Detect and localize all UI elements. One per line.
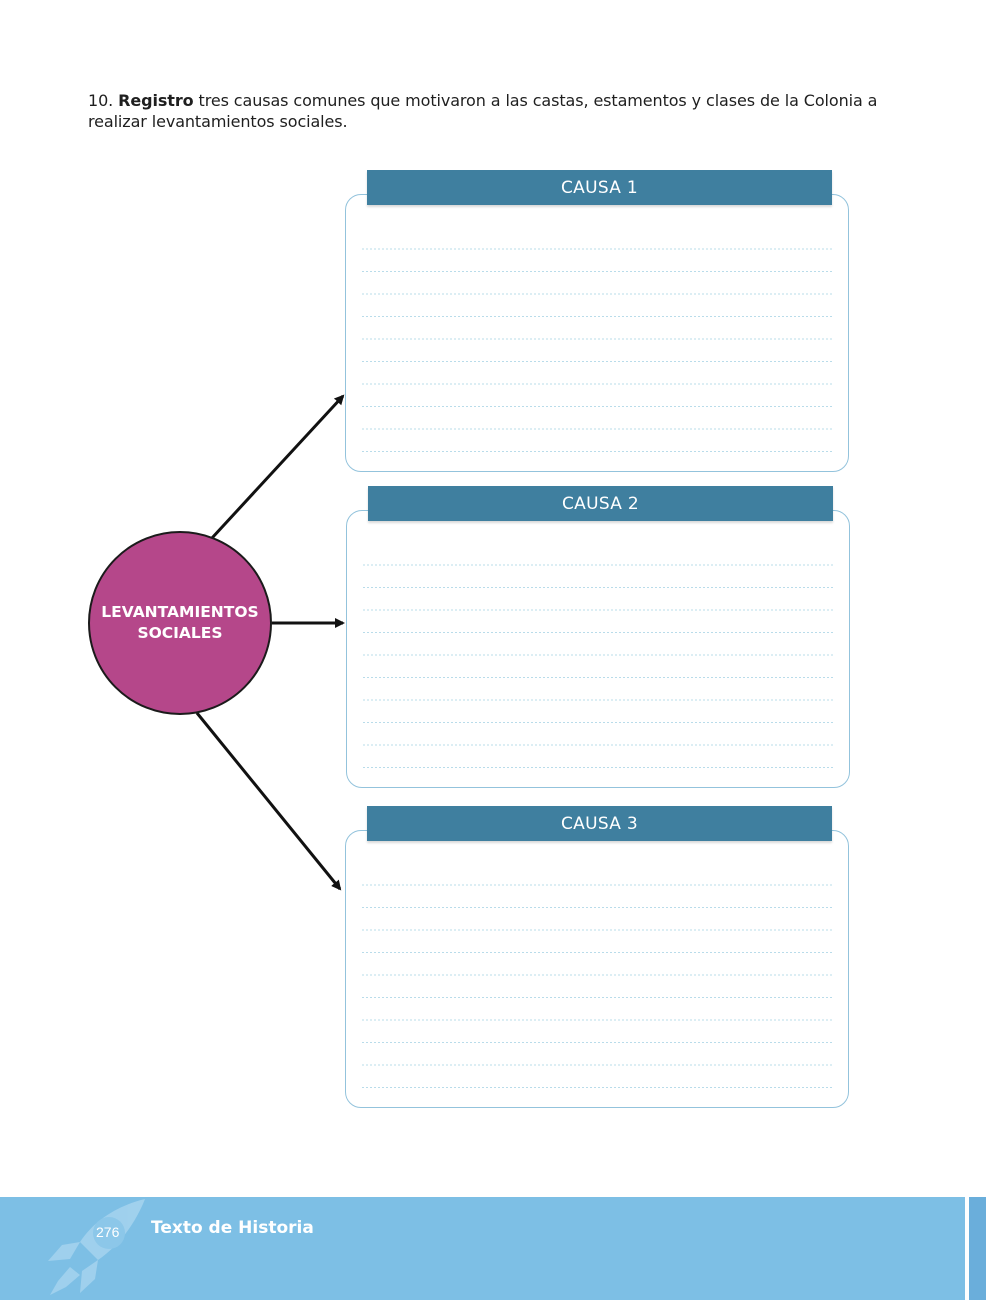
instruction-text: 10. Registro tres causas comunes que mot…: [88, 90, 878, 132]
page-footer: 276 Texto de Historia: [0, 1197, 986, 1300]
writing-lines: [363, 543, 835, 779]
cause-3-writing-box[interactable]: [345, 830, 849, 1108]
instruction-keyword: Registro: [118, 91, 194, 110]
center-node-line-2: SOCIALES: [137, 624, 223, 642]
cause-1-header: CAUSA 1: [367, 170, 832, 205]
writing-lines: [362, 227, 834, 463]
center-node-line-1: LEVANTAMIENTOS: [101, 603, 259, 621]
cause-2-writing-box[interactable]: [346, 510, 850, 788]
cause-1-label: CAUSA 1: [561, 177, 638, 198]
page-number: 276: [96, 1224, 120, 1240]
cause-3-label: CAUSA 3: [561, 813, 638, 834]
item-number: 10.: [88, 91, 114, 110]
instruction-body: tres causas comunes que motivaron a las …: [88, 91, 878, 131]
cause-2-label: CAUSA 2: [562, 493, 639, 514]
rocket-icon: [48, 1199, 145, 1295]
center-node-levantamientos: LEVANTAMIENTOS SOCIALES: [88, 531, 272, 715]
writing-lines: [362, 863, 834, 1099]
arrow-to-cause-3: [195, 712, 342, 891]
footer-divider: [965, 1197, 969, 1300]
cause-3-header: CAUSA 3: [367, 806, 832, 841]
cause-1-writing-box[interactable]: [345, 194, 849, 472]
footer-edge-tab: [969, 1197, 986, 1300]
footer-book-title: Texto de Historia: [151, 1218, 314, 1238]
cause-2-header: CAUSA 2: [368, 486, 833, 521]
arrow-to-cause-1: [210, 394, 345, 540]
